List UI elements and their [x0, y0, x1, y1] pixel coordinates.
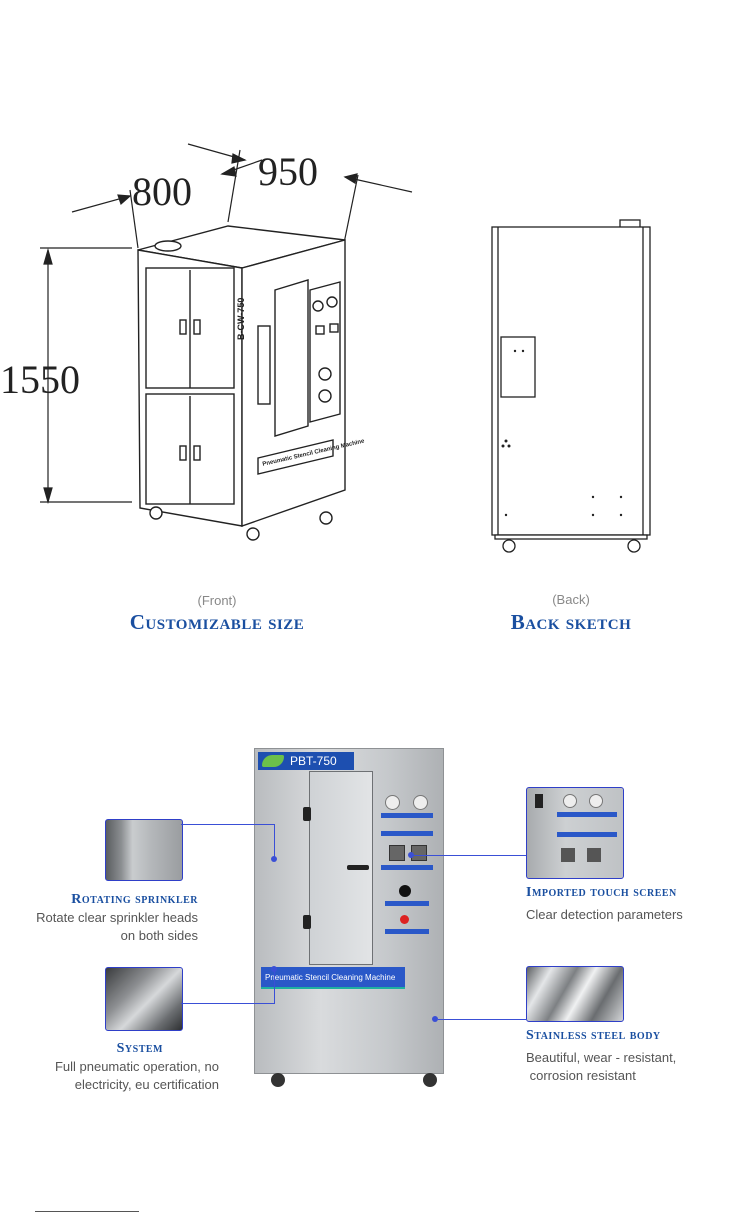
door-hinge-top — [303, 807, 311, 821]
emergency-button-icon — [400, 915, 409, 924]
door-hinge-bottom — [303, 915, 311, 929]
indicator-strip — [381, 865, 433, 870]
door-hinge-top — [535, 794, 543, 808]
back-view-label: (Back) — [552, 592, 590, 607]
knob-icon — [399, 885, 411, 897]
switch-box — [561, 848, 575, 862]
feature-description: electricity, eu certification — [74, 1077, 219, 1092]
leader-line — [438, 1019, 526, 1020]
callout-dot — [432, 1016, 438, 1022]
machine-name-label: Pneumatic Stencil Cleaning Machine — [265, 972, 396, 982]
touch-screen-thumbnail — [526, 787, 624, 879]
pressure-gauge-icon — [413, 795, 428, 810]
leaf-logo-icon — [262, 755, 284, 767]
indicator-strip — [557, 812, 617, 817]
feature-description: on both sides — [120, 928, 198, 943]
feature-description: corrosion resistant — [526, 1068, 636, 1083]
front-view-label: (Front) — [197, 593, 237, 608]
leader-line — [274, 970, 275, 1004]
indicator-strip — [381, 813, 433, 818]
callout-dot — [408, 852, 414, 858]
pressure-gauge-icon — [589, 794, 603, 808]
indicator-strip — [381, 831, 433, 836]
side-model-label: B-CW-750 — [236, 297, 246, 340]
wheel-icon — [271, 1073, 285, 1087]
back-sketch — [491, 219, 651, 553]
model-label: PBT-750 — [290, 754, 337, 768]
control-panel — [379, 791, 435, 941]
rotating-sprinkler-thumbnail — [105, 819, 183, 881]
footer-divider — [35, 1211, 139, 1212]
leader-line — [181, 824, 274, 825]
height-dimension: 1550 — [0, 357, 80, 402]
leader-line — [181, 1003, 275, 1004]
callout-dot — [271, 856, 277, 862]
feature-description: Rotate clear sprinkler heads — [36, 910, 198, 925]
back-view-title: Back sketch — [510, 610, 632, 634]
feature-title: Imported touch screen — [526, 885, 677, 900]
width-dimension: 800 — [132, 169, 192, 214]
depth-dimension: 950 — [258, 149, 318, 194]
switch-box — [389, 845, 405, 861]
pressure-gauge-icon — [385, 795, 400, 810]
pressure-gauge-icon — [563, 794, 577, 808]
wheel-icon — [423, 1073, 437, 1087]
machine-photo: PBT-750 Pneumatic Stencil Cleaning Machi… — [254, 748, 444, 1087]
machine-name-band: Pneumatic Stencil Cleaning Machine — [261, 967, 405, 989]
switch-box — [587, 848, 601, 862]
feature-description: Full pneumatic operation, no — [54, 1059, 219, 1074]
model-plate: PBT-750 — [258, 752, 354, 770]
callout-dot — [271, 966, 277, 972]
indicator-strip — [385, 929, 429, 934]
leader-line — [412, 855, 526, 856]
feature-title: Stainless steel body — [526, 1028, 661, 1043]
feature-description: Beautiful, wear - resistant, — [526, 1050, 677, 1065]
system-thumbnail — [105, 967, 183, 1031]
front-sketch — [40, 143, 413, 541]
indicator-strip — [557, 832, 617, 837]
feature-description: Clear detection parameters — [526, 907, 683, 922]
feature-title: System — [116, 1041, 163, 1056]
leader-line — [274, 824, 275, 858]
front-view-title: Customizable size — [129, 610, 305, 634]
door-handle — [347, 865, 369, 870]
feature-title: Rotating sprinkler — [71, 892, 198, 907]
indicator-strip — [385, 901, 429, 906]
stainless-steel-thumbnail — [526, 966, 624, 1022]
